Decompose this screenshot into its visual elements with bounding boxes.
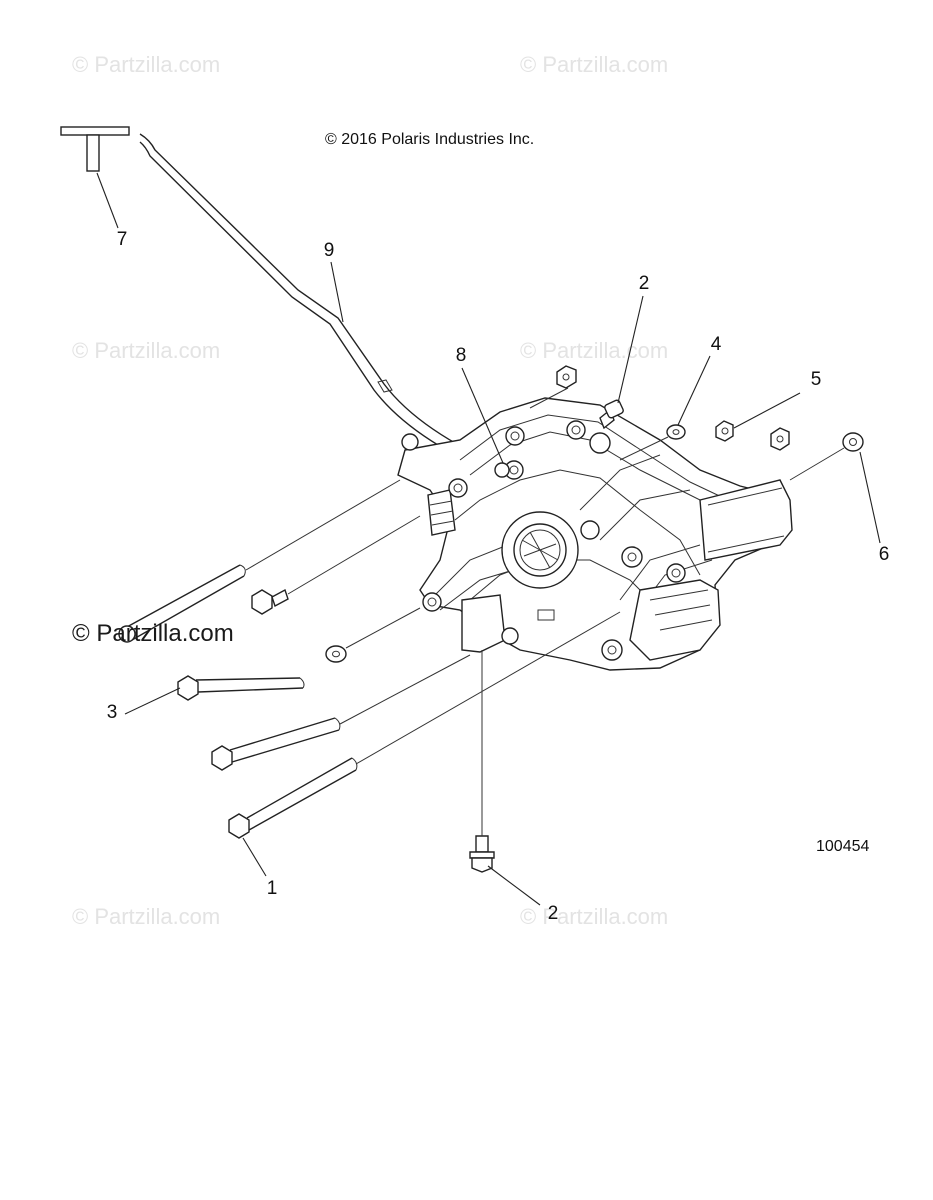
callout-7: 7: [116, 229, 128, 250]
dipstick-handle: [60, 126, 130, 172]
dipstick-tube: [139, 133, 511, 479]
watermark: © Partzilla.com: [72, 904, 221, 929]
callout-2-top: 2: [638, 273, 650, 294]
leader-line-7: [96, 172, 119, 229]
callout-5: 5: [810, 369, 822, 390]
washer-4: [666, 424, 686, 440]
gear-case-housing: [397, 397, 793, 671]
watermark: © Partzilla.com: [72, 52, 221, 77]
long-bolt-3: [177, 675, 305, 701]
washer-left: [325, 645, 347, 663]
tube-fitting: [494, 462, 510, 478]
alignment-line: [287, 515, 421, 595]
leader-line-2-top: [617, 295, 644, 404]
leader-line-6: [859, 451, 881, 544]
document-number: 100454: [816, 838, 870, 855]
copyright-notice: © 2016 Polaris Industries Inc.: [325, 131, 535, 148]
watermark: © Partzilla.com: [520, 52, 669, 77]
flange-bolt-top: [599, 399, 624, 430]
watermark-main: © Partzilla.com: [72, 620, 234, 647]
long-bolt-middle: [211, 717, 341, 771]
callout-9: 9: [323, 240, 335, 261]
flange-bolt-left: [251, 588, 289, 615]
callout-2-bottom: 2: [547, 903, 559, 924]
callout-6: 6: [878, 544, 890, 565]
nut-5: [715, 420, 734, 442]
alignment-line: [245, 479, 401, 571]
callout-3: 3: [106, 702, 118, 723]
watermark: © Partzilla.com: [520, 338, 669, 363]
alignment-line: [789, 447, 845, 481]
long-bolt-1: [228, 757, 358, 839]
leader-line-9: [330, 261, 344, 323]
leader-line-8: [461, 367, 504, 464]
alignment-line: [345, 607, 421, 649]
flange-nut-6: [842, 432, 864, 452]
callout-4: 4: [710, 334, 722, 355]
callout-8: 8: [455, 345, 467, 366]
leader-line-5: [733, 392, 801, 429]
watermark: © Partzilla.com: [72, 338, 221, 363]
long-bolt-upper: [118, 564, 246, 643]
alignment-line: [339, 654, 471, 725]
alignment-line: [355, 611, 621, 765]
flange-bolt-bottom: [469, 835, 495, 873]
nut-top: [556, 365, 577, 389]
leader-line-2-bottom: [487, 865, 541, 906]
leader-line-4: [677, 355, 711, 426]
watermark: © Partzilla.com: [520, 904, 669, 929]
nut-right: [770, 427, 790, 451]
leader-line-3: [124, 687, 181, 715]
leader-line-1: [242, 837, 267, 877]
alignment-line: [529, 387, 569, 409]
callout-1: 1: [266, 878, 278, 899]
alignment-line: [619, 436, 669, 461]
